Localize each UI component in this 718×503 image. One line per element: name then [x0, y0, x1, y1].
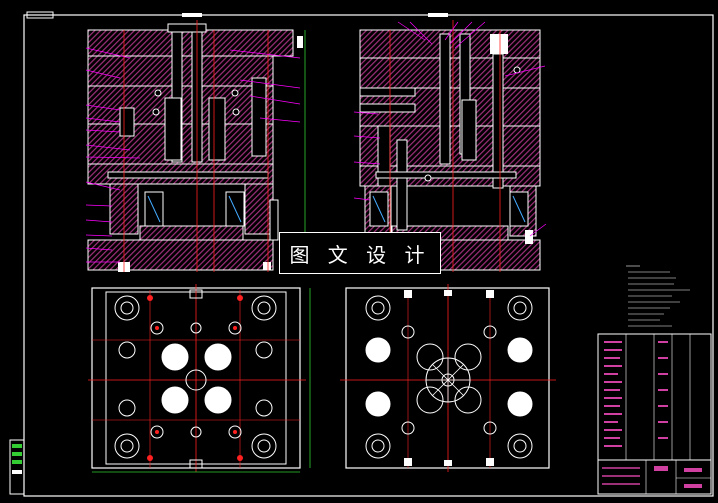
side-stamp: [9, 439, 25, 495]
title-block: [597, 459, 712, 495]
technical-notes: [626, 265, 690, 327]
top-left-tag: [26, 11, 54, 19]
drawing-border: [23, 14, 714, 497]
sprue-bushing-head: [167, 23, 207, 33]
top-clamp-plate: [87, 29, 294, 57]
ejector-plate: [139, 225, 244, 241]
side-section-view: [353, 13, 547, 272]
watermark-text: 图 文 设 计: [289, 242, 431, 267]
spacer-right: [244, 183, 274, 235]
bottom-clamp-plate: [87, 239, 274, 271]
front-section-view: [85, 13, 306, 272]
parts-list-table: [597, 333, 712, 461]
watermark-banner: 图 文 设 计: [279, 232, 441, 274]
fixed-half-plan-view: [88, 284, 311, 473]
moving-half-plan-view: [340, 284, 556, 472]
